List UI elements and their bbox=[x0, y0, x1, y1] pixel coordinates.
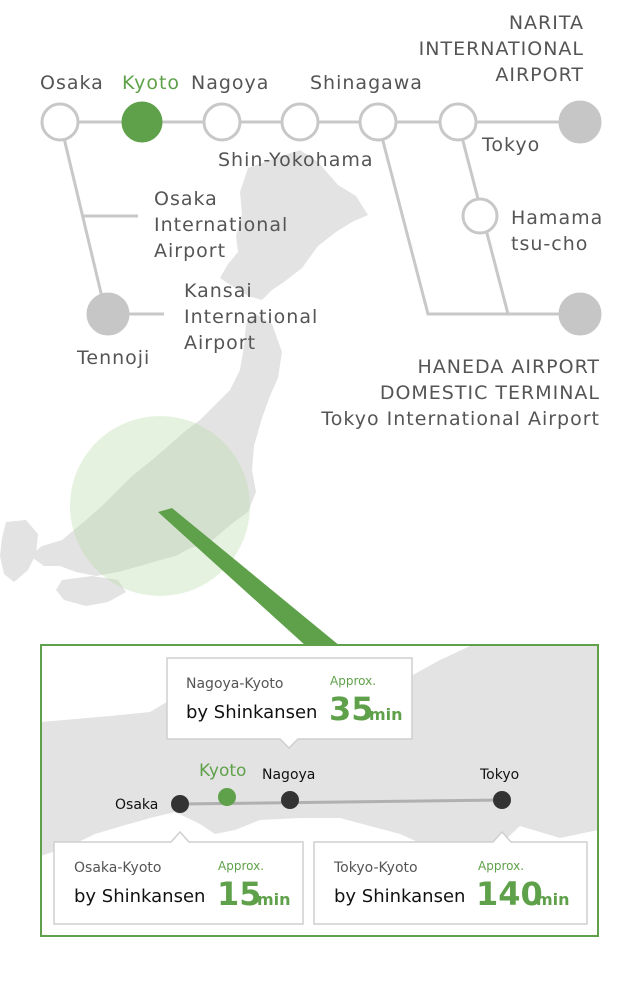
station-node-tokyo bbox=[438, 102, 478, 142]
callout-route: Osaka-Kyoto bbox=[74, 860, 161, 876]
label-osaka-intl-3: Airport bbox=[154, 240, 226, 262]
callout-approx: Approx. bbox=[478, 859, 524, 873]
japan-map bbox=[0, 150, 368, 606]
callout-approx: Approx. bbox=[330, 674, 376, 688]
label-haneda-1: HANEDA AIRPORT bbox=[418, 356, 600, 378]
label-kyoto: Kyoto bbox=[122, 72, 180, 94]
callout-tokyo-kyoto: Tokyo-Kyoto by Shinkansen Approx. 140 mi… bbox=[313, 830, 588, 925]
detail-map-panel: Kyoto Nagoya Osaka Tokyo Nagoya-Kyoto by… bbox=[40, 644, 599, 937]
station-node-hamamatsucho bbox=[461, 197, 499, 235]
mini-label-tokyo: Tokyo bbox=[479, 767, 519, 783]
station-node-narita bbox=[558, 100, 602, 144]
callout-mode: by Shinkansen bbox=[186, 702, 317, 723]
mini-label-osaka: Osaka bbox=[115, 797, 158, 813]
zoom-pointer bbox=[158, 508, 340, 646]
mini-node-nagoya bbox=[281, 791, 299, 809]
label-narita-2: INTERNATIONAL bbox=[419, 38, 584, 60]
route-labels: Osaka Kyoto Nagoya Shinagawa NARITA INTE… bbox=[40, 12, 603, 430]
label-kansai-intl-3: Airport bbox=[184, 332, 256, 354]
mini-node-kyoto bbox=[218, 788, 236, 806]
label-narita-3: AIRPORT bbox=[495, 64, 584, 86]
station-nodes bbox=[40, 100, 602, 336]
label-hamamatsucho-1: Hamama bbox=[511, 207, 603, 229]
station-node-shinagawa bbox=[358, 102, 398, 142]
label-osaka-intl-1: Osaka bbox=[154, 188, 218, 210]
mini-node-tokyo bbox=[493, 791, 511, 809]
label-kansai-intl-2: International bbox=[184, 306, 318, 328]
station-node-shinagawa-west bbox=[280, 102, 320, 142]
mini-label-nagoya: Nagoya bbox=[262, 767, 315, 783]
label-osaka: Osaka bbox=[40, 72, 104, 94]
label-shinagawa: Shinagawa bbox=[310, 72, 423, 94]
mini-label-kyoto: Kyoto bbox=[199, 761, 246, 781]
callout-mode: by Shinkansen bbox=[74, 886, 205, 907]
label-nagoya: Nagoya bbox=[191, 72, 269, 94]
label-narita-1: NARITA bbox=[509, 12, 584, 34]
callout-value: 140 bbox=[476, 875, 543, 913]
mini-route-line bbox=[179, 798, 503, 806]
callout-mode: by Shinkansen bbox=[334, 886, 465, 907]
label-kansai-intl-1: Kansai bbox=[184, 280, 253, 302]
station-node-haneda bbox=[558, 292, 602, 336]
label-tokyo: Tokyo bbox=[481, 134, 540, 156]
callout-value: 15 bbox=[217, 875, 262, 913]
label-haneda-3: Tokyo International Airport bbox=[320, 408, 600, 430]
station-node-tennoji bbox=[86, 292, 130, 336]
callout-route: Tokyo-Kyoto bbox=[333, 860, 418, 876]
station-node-kyoto bbox=[121, 101, 163, 143]
callout-value: 35 bbox=[329, 690, 374, 728]
label-haneda-2: DOMESTIC TERMINAL bbox=[380, 382, 600, 404]
callout-unit: min bbox=[257, 890, 291, 909]
callout-nagoya-kyoto: Nagoya-Kyoto by Shinkansen Approx. 35 mi… bbox=[166, 657, 413, 750]
callout-route: Nagoya-Kyoto bbox=[186, 676, 284, 692]
station-node-nagoya bbox=[202, 102, 242, 142]
callout-osaka-kyoto: Osaka-Kyoto by Shinkansen Approx. 15 min bbox=[53, 830, 304, 925]
station-node-osaka bbox=[40, 102, 80, 142]
label-hamamatsucho-2: tsu-cho bbox=[511, 233, 588, 255]
callout-unit: min bbox=[536, 890, 570, 909]
label-shin-yokohama: Shin-Yokohama bbox=[218, 149, 374, 171]
label-osaka-intl-2: International bbox=[154, 214, 288, 236]
callout-unit: min bbox=[369, 705, 403, 724]
mini-node-osaka bbox=[171, 795, 189, 813]
callout-approx: Approx. bbox=[218, 859, 264, 873]
label-tennoji: Tennoji bbox=[76, 347, 150, 369]
